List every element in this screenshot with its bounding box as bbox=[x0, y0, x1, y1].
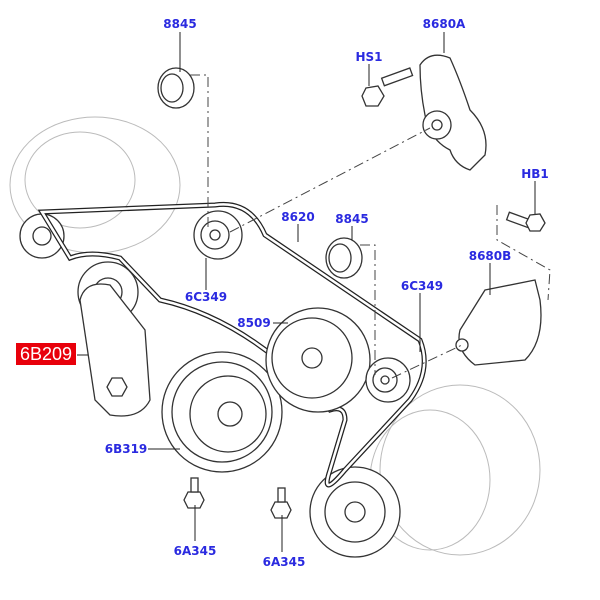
label-8845-mid[interactable]: 8845 bbox=[335, 212, 368, 226]
label-8845-top[interactable]: 8845 bbox=[163, 17, 196, 31]
compressor-ghost bbox=[309, 384, 541, 558]
bolt-HS1[interactable] bbox=[361, 67, 414, 107]
label-8680A[interactable]: 8680A bbox=[423, 17, 466, 31]
label-HB1[interactable]: HB1 bbox=[521, 167, 549, 181]
label-6B319[interactable]: 6B319 bbox=[105, 442, 148, 456]
bolt-6A345-right[interactable] bbox=[270, 487, 292, 519]
alternator-ghost bbox=[9, 116, 181, 259]
assembly-centerlines bbox=[190, 74, 551, 379]
label-8620[interactable]: 8620 bbox=[281, 210, 314, 224]
crank-pulley-6B319[interactable] bbox=[161, 351, 283, 473]
dust-cap-top[interactable] bbox=[157, 67, 195, 109]
idler-pulley-right[interactable] bbox=[365, 357, 411, 403]
bolt-6A345-left[interactable] bbox=[183, 477, 205, 509]
drive-belt bbox=[37, 201, 427, 488]
label-6B209-highlighted[interactable]: 6B209 bbox=[16, 343, 76, 365]
bolt-HB1[interactable] bbox=[505, 211, 546, 232]
label-8680B[interactable]: 8680B bbox=[469, 249, 512, 263]
dust-cap-mid[interactable] bbox=[325, 237, 363, 279]
leader-lines bbox=[77, 32, 536, 552]
label-6A345-right[interactable]: 6A345 bbox=[263, 555, 306, 569]
label-HS1[interactable]: HS1 bbox=[355, 50, 382, 64]
pulley-8509[interactable] bbox=[265, 307, 371, 413]
bracket-8680B[interactable] bbox=[455, 279, 542, 366]
label-8509[interactable]: 8509 bbox=[237, 316, 270, 330]
label-6A345-left[interactable]: 6A345 bbox=[174, 544, 217, 558]
label-6C349-right[interactable]: 6C349 bbox=[401, 279, 443, 293]
idler-pulley-left[interactable] bbox=[193, 210, 243, 260]
bracket-8680A[interactable] bbox=[419, 54, 487, 171]
tensioner-6B209[interactable] bbox=[77, 261, 151, 417]
label-6C349-left[interactable]: 6C349 bbox=[185, 290, 227, 304]
